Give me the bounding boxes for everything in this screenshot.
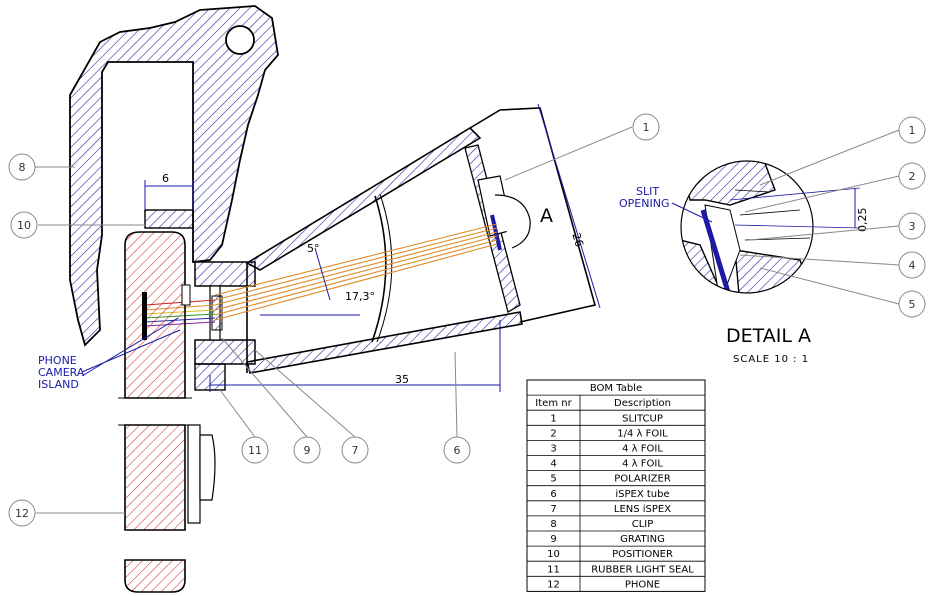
callout-10: 10 — [17, 219, 31, 232]
bom-item-nr: 7 — [550, 504, 556, 515]
bom-title: BOM Table — [590, 383, 642, 394]
bom-description: POSITIONER — [612, 549, 673, 560]
bom-description: LENS iSPEX — [614, 504, 671, 515]
bom-item-nr: 11 — [547, 564, 560, 575]
positioner-part — [144, 209, 194, 229]
bom-description: 4 λ FOIL — [622, 459, 663, 470]
bom-item-nr: 3 — [550, 444, 556, 455]
callout-11: 11 — [248, 444, 262, 457]
callout-labels-detail: 1 2 3 4 5 — [909, 124, 916, 311]
bom-description: PHONE — [625, 579, 660, 590]
detail-callout-3: 3 — [909, 220, 916, 233]
dimension-labels: 6 35 26 5° 17,3° A — [162, 172, 586, 386]
bom-description: POLARIZER — [614, 474, 671, 485]
label-camera: CAMERA — [38, 366, 85, 379]
callouts-main — [8, 113, 660, 527]
clip-part — [69, 5, 279, 347]
bom-description: SLITCUP — [622, 413, 663, 424]
dim-0-25: 0,25 — [856, 208, 869, 233]
bom-item-nr: 5 — [550, 474, 556, 485]
bom-description: GRATING — [620, 534, 665, 545]
detail-callout-1: 1 — [909, 124, 916, 137]
dim-6: 6 — [162, 172, 169, 185]
bom-description: CLIP — [632, 519, 654, 530]
callout-12: 12 — [15, 507, 29, 520]
detail-callout-4: 4 — [909, 259, 916, 272]
callout-1: 1 — [643, 121, 650, 134]
angle-5: 5° — [307, 242, 320, 255]
bom-description: 1/4 λ FOIL — [617, 428, 668, 439]
mount-block — [194, 261, 256, 391]
detail-callout-2: 2 — [909, 170, 916, 183]
bom-item-nr: 12 — [547, 579, 560, 590]
dimensions — [144, 103, 601, 392]
label-island: ISLAND — [38, 378, 79, 391]
bom-item-nr: 8 — [550, 519, 556, 530]
bom-header-description: Description — [614, 398, 671, 409]
bom-item-nr: 6 — [550, 489, 556, 500]
callout-7: 7 — [352, 444, 359, 457]
callout-labels-main: 8 10 12 11 9 7 6 1 — [15, 121, 650, 520]
bom-header-item: Item nr — [535, 398, 572, 409]
bom-item-nr: 9 — [550, 534, 556, 545]
bom-description: RUBBER LIGHT SEAL — [591, 564, 694, 575]
callout-9: 9 — [304, 444, 311, 457]
detail-a-view: 0,25 SLIT OPENING — [619, 160, 869, 294]
ispex-tube — [245, 107, 596, 374]
angle-17-3: 17,3° — [345, 290, 375, 303]
label-slit: SLIT — [636, 185, 659, 198]
label-opening: OPENING — [619, 197, 669, 210]
bom-description: 4 λ FOIL — [622, 444, 663, 455]
phone-part — [118, 231, 216, 593]
callouts-detail — [739, 116, 926, 318]
label-phone: PHONE — [38, 354, 77, 367]
dim-35: 35 — [395, 373, 409, 386]
detail-scale: SCALE 10 : 1 — [733, 354, 809, 365]
detail-title: DETAIL A — [726, 325, 811, 347]
detail-callout-5: 5 — [909, 298, 916, 311]
phone-camera-island-label: PHONE CAMERA ISLAND — [38, 317, 181, 391]
light-rays — [214, 223, 498, 321]
bom-item-nr: 4 — [550, 459, 556, 470]
bom-description: iSPEX tube — [615, 489, 669, 500]
bom-item-nr: 1 — [550, 413, 556, 424]
view-a-label: A — [540, 205, 553, 227]
dim-26: 26 — [569, 231, 586, 248]
bom-item-nr: 2 — [550, 428, 556, 439]
callout-8: 8 — [19, 161, 26, 174]
callout-6: 6 — [454, 444, 461, 457]
bom-item-nr: 10 — [547, 549, 560, 560]
